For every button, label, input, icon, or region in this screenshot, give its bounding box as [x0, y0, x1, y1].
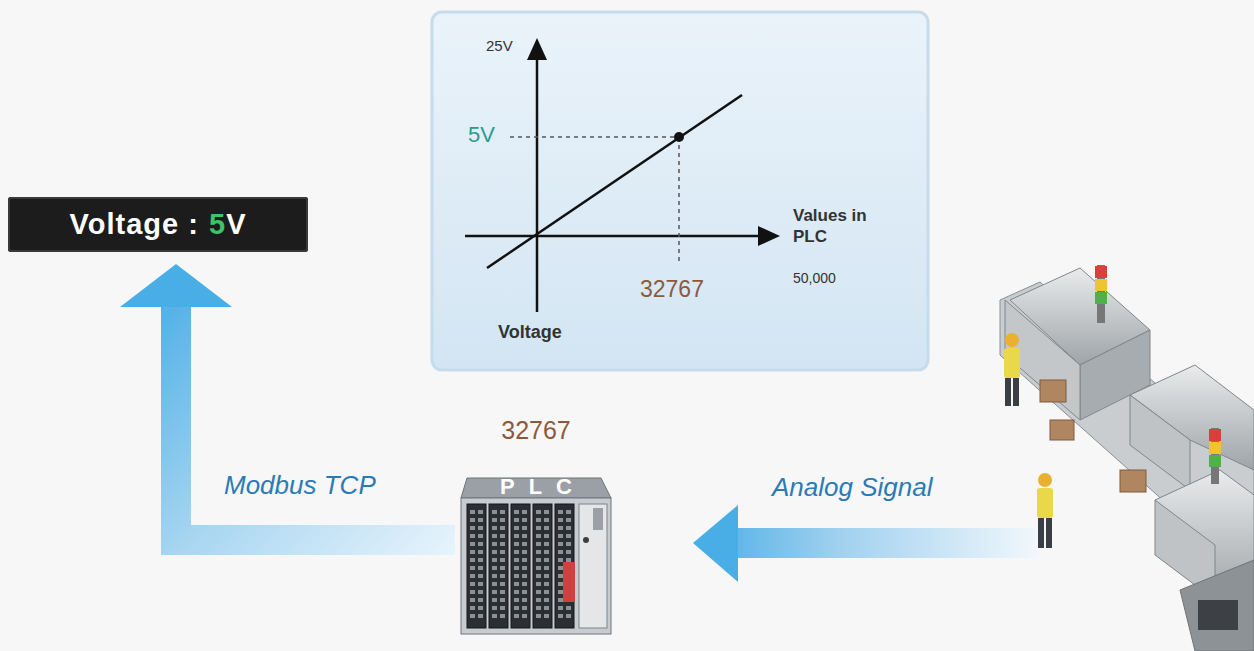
guide-lines [510, 137, 679, 262]
display-text: 5 [209, 208, 226, 241]
voltage-display: Voltage : 5V [8, 197, 308, 252]
signal-label: Analog Signal [772, 472, 932, 503]
chart-label: 50,000 [793, 270, 836, 286]
display-text: Voltage : [70, 208, 199, 241]
plc-body [455, 412, 617, 640]
display-text: V [226, 208, 246, 241]
worker [1004, 333, 1053, 548]
chart-label: 32767 [640, 276, 704, 303]
chart-panel [432, 12, 928, 370]
chart-label: Values in PLC [793, 205, 879, 247]
chart-label: Voltage [498, 322, 562, 343]
chart-axes [465, 58, 762, 312]
chart-label: 25V [486, 37, 513, 54]
signal-tower [1095, 265, 1221, 484]
axis-arrowhead [758, 226, 780, 246]
chart-label: 5V [468, 122, 495, 148]
data-point [674, 132, 684, 142]
axis-arrowhead [527, 38, 547, 60]
modbus-arrow [120, 264, 455, 540]
chart-line [487, 95, 742, 268]
conveyor-line [1000, 268, 1254, 651]
plc-label: PLC [455, 476, 617, 498]
analog-arrow [693, 505, 1040, 582]
plc-value: 32767 [455, 416, 617, 445]
edge-label: Modbus TCP [224, 470, 376, 501]
plc-unit: 32767PLC [455, 412, 617, 640]
